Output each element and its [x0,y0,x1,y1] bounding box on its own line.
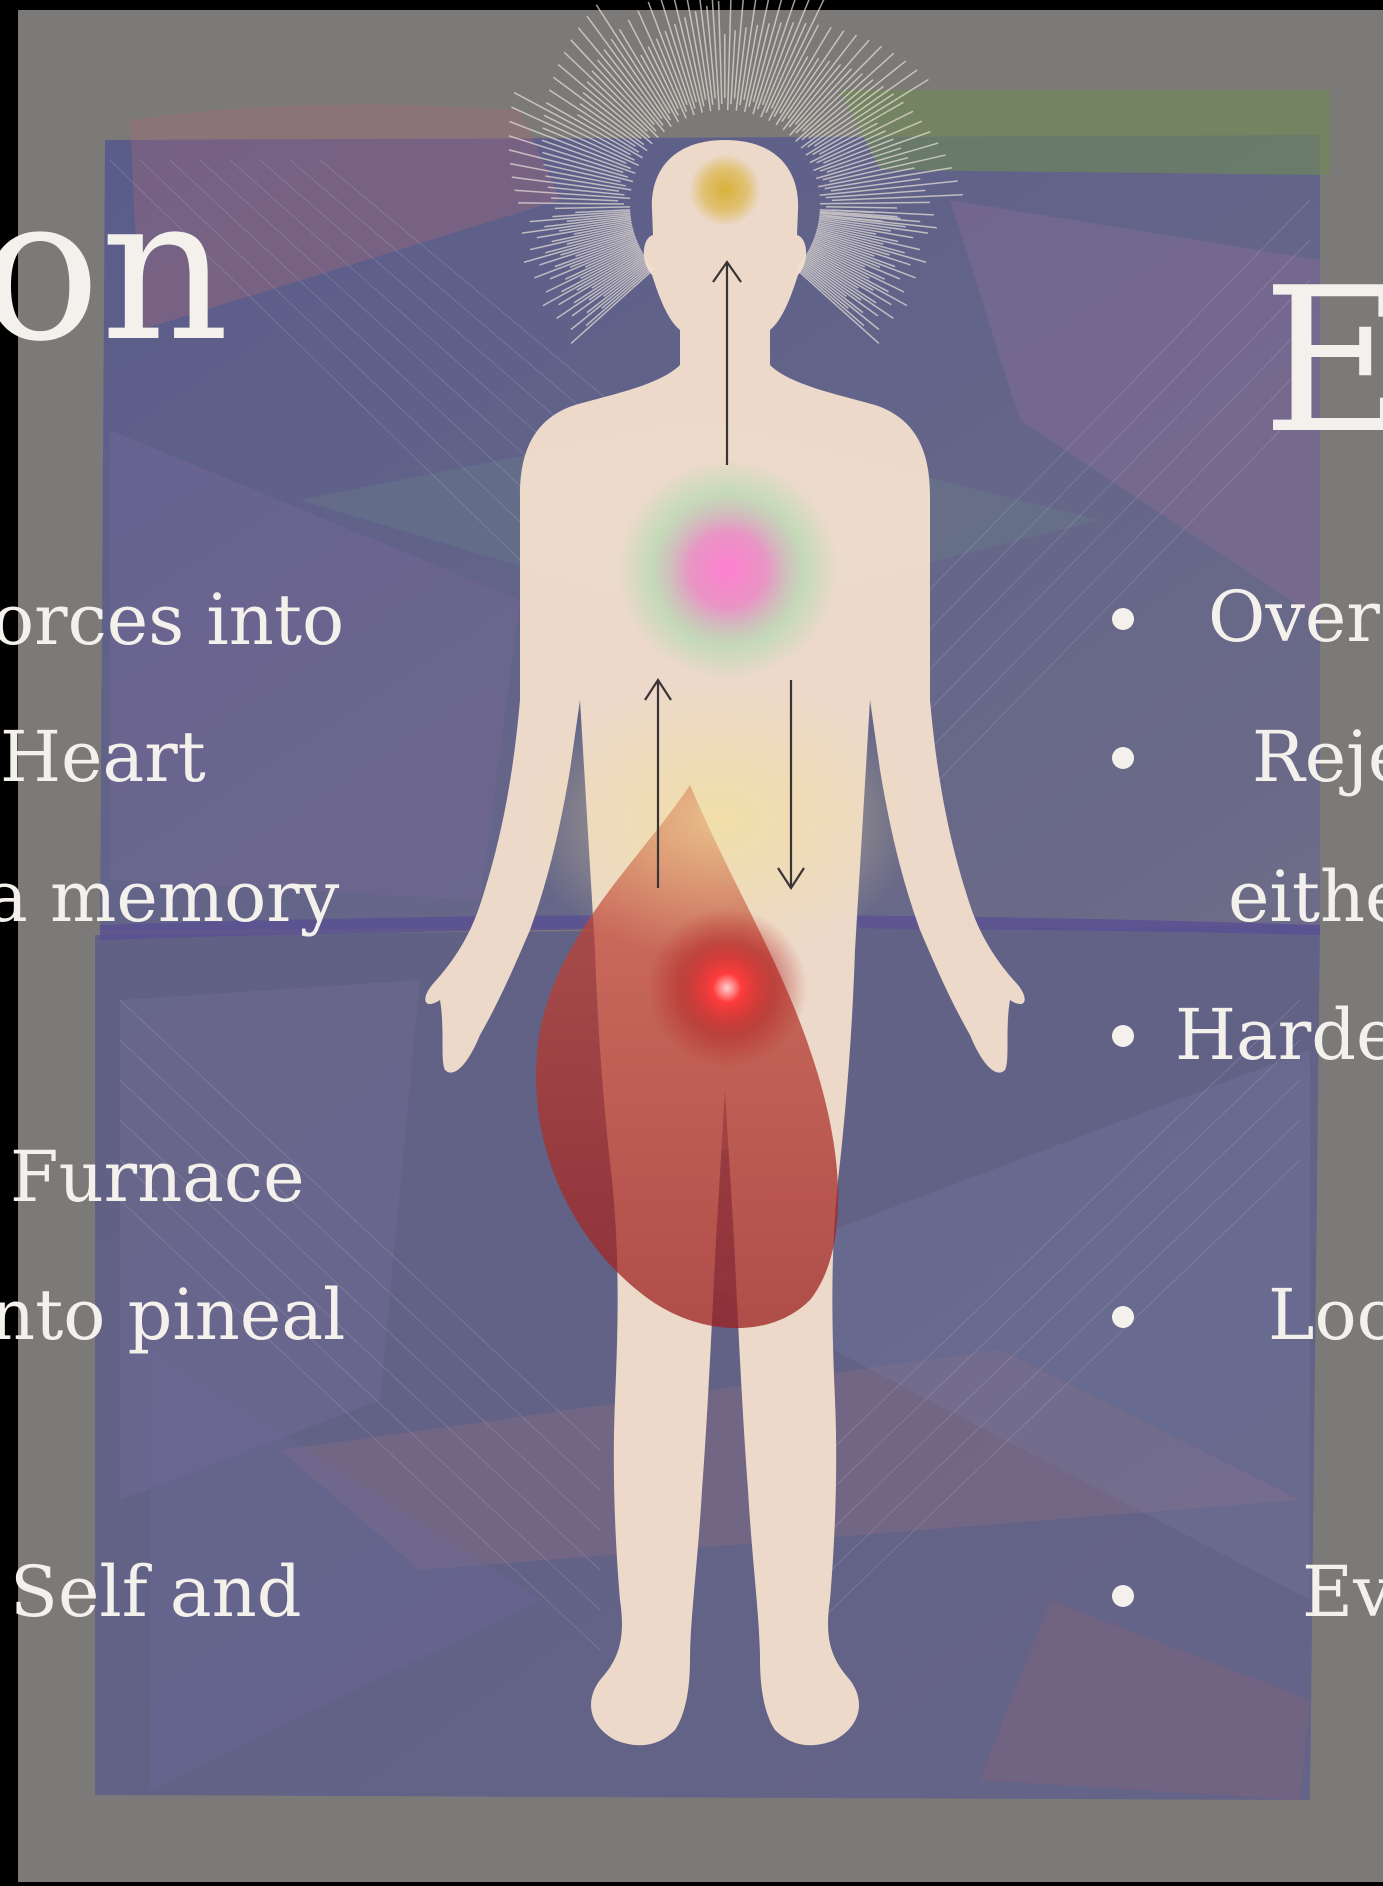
left-heading-fragment: on [0,170,229,370]
left-line-6: ) [0,1418,3,1488]
bullet-dot [1112,1025,1134,1047]
root-energy-center [647,908,807,1068]
right-line-1: Over [1208,582,1380,652]
right-heading-fragment: E [1262,262,1383,462]
crown-energy-center [689,154,761,226]
bullet-dot [1112,1306,1134,1328]
heart-energy-center [618,460,838,680]
left-line-1: orces into [0,585,344,655]
left-line-2: Heart [0,722,206,792]
bullet-dot [1112,608,1134,630]
halo-ray [518,203,624,204]
right-line-5: Loc [1268,1280,1383,1350]
right-line-3: eithe [1228,862,1383,932]
left-line-3: a memory [0,862,339,932]
left-line-5: nto pineal [0,1280,345,1350]
bullet-dot [1112,1585,1134,1607]
bullet-dot [1112,747,1134,769]
right-line-6: Ev [1302,1557,1383,1627]
right-line-4: Harde [1175,1000,1383,1070]
left-line-4: Furnace [10,1142,305,1212]
left-line-7: Self and [10,1557,302,1627]
